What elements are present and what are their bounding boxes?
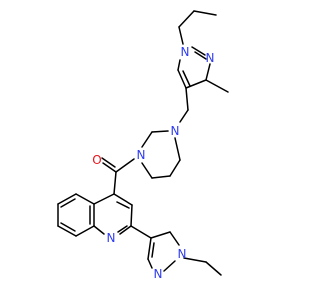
bond-lines	[57, 10, 229, 276]
bond	[177, 69, 187, 89]
bond	[150, 231, 171, 239]
atom-n-pyrazole-bottom-1: N	[178, 247, 187, 261]
bond	[151, 242, 155, 258]
bond	[141, 162, 153, 179]
bond	[113, 193, 133, 206]
bond	[115, 158, 135, 173]
bond	[174, 137, 181, 161]
bond	[205, 79, 229, 93]
bond	[147, 258, 153, 269]
molecule-structure-diagram: N N N N O N N N	[57, 10, 229, 281]
bond	[130, 225, 152, 239]
atom-o-carbonyl: O	[92, 153, 101, 167]
atom-n-piperazine-bottom: N	[137, 148, 146, 162]
atom-n-pyrazole-top-2: N	[206, 51, 215, 65]
bond	[182, 70, 191, 87]
bond	[193, 10, 217, 16]
bond	[179, 109, 189, 123]
bond	[191, 46, 206, 56]
bond	[185, 79, 207, 89]
bond	[163, 260, 176, 272]
bond	[205, 63, 211, 81]
bond	[60, 198, 76, 208]
bond	[102, 162, 117, 173]
bond	[101, 157, 116, 168]
bond	[60, 222, 76, 232]
bond	[119, 225, 132, 235]
atom-n-pyrazole-top-1: N	[181, 45, 190, 59]
bond	[205, 261, 222, 276]
bond	[169, 159, 181, 177]
bond	[151, 130, 169, 133]
bond	[116, 201, 130, 209]
atom-n-pyrazole-bottom-2: N	[154, 267, 163, 281]
bond	[57, 225, 77, 237]
bond	[130, 204, 133, 227]
bond	[93, 225, 105, 235]
bond	[141, 131, 153, 148]
bond	[113, 171, 117, 195]
atom-labels: N N N N O N N N	[92, 45, 214, 281]
bond	[57, 193, 77, 205]
bond	[177, 59, 181, 71]
bond	[178, 10, 195, 28]
bond	[151, 175, 171, 179]
atom-n-quinoline: N	[107, 231, 116, 245]
bond	[178, 26, 184, 45]
bond	[169, 231, 180, 246]
bond	[183, 257, 207, 263]
atom-n-piperazine-top: N	[171, 124, 180, 138]
bond	[147, 237, 152, 260]
bond	[117, 225, 128, 233]
bond	[93, 193, 115, 205]
bond	[185, 87, 189, 111]
bond	[194, 51, 207, 60]
bond	[75, 193, 95, 205]
bond	[75, 225, 95, 237]
